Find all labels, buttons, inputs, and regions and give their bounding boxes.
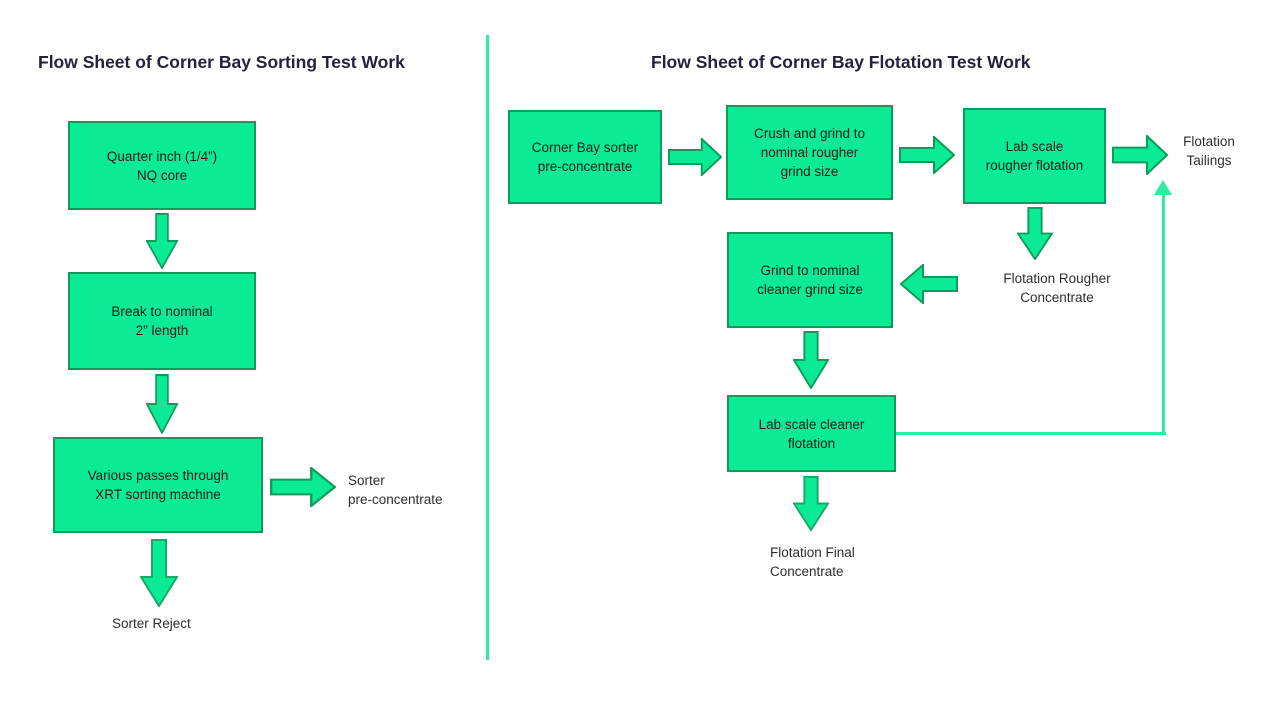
down-arrow-icon: [146, 374, 178, 434]
label-final-concentrate: Flotation Final Concentrate: [770, 545, 855, 579]
label-sorter-reject: Sorter Reject: [112, 616, 191, 631]
label-sorter-preconcentrate: Sorter pre-concentrate: [348, 473, 443, 507]
panel-divider: [486, 35, 489, 660]
box-cleaner-grind: Grind to nominal cleaner grind size: [727, 232, 893, 328]
right-arrow-icon: [1112, 135, 1168, 175]
box-nq-core: Quarter inch (1/4”) NQ core: [68, 121, 256, 210]
box-cleaner-flotation: Lab scale cleaner flotation: [727, 395, 896, 472]
right-panel-title: Flow Sheet of Corner Bay Flotation Test …: [651, 52, 1031, 72]
recycle-connector-vertical: [1162, 194, 1165, 435]
label-flotation-tailings: Flotation Tailings: [1183, 134, 1235, 168]
box-corner-bay-preconcentrate: Corner Bay sorter pre-concentrate: [508, 110, 662, 204]
box-rougher-flotation: Lab scale rougher flotation: [963, 108, 1106, 204]
right-arrow-icon: [899, 136, 955, 174]
down-arrow-icon: [146, 213, 178, 269]
down-arrow-icon: [140, 539, 178, 607]
box-break-length: Break to nominal 2” length: [68, 272, 256, 370]
box-xrt-sorting: Various passes through XRT sorting machi…: [53, 437, 263, 533]
right-arrow-icon: [270, 467, 336, 507]
down-arrow-icon: [1017, 207, 1053, 260]
left-arrow-icon: [900, 264, 958, 304]
box-crush-grind: Crush and grind to nominal rougher grind…: [726, 105, 893, 200]
right-arrow-icon: [668, 138, 722, 176]
down-arrow-icon: [793, 331, 829, 389]
recycle-connector-horizontal: [896, 432, 1166, 435]
down-arrow-icon: [793, 476, 829, 531]
up-arrowhead-icon: [1154, 180, 1172, 195]
left-panel-title: Flow Sheet of Corner Bay Sorting Test Wo…: [38, 52, 405, 72]
label-rougher-concentrate: Flotation Rougher Concentrate: [1003, 271, 1111, 305]
